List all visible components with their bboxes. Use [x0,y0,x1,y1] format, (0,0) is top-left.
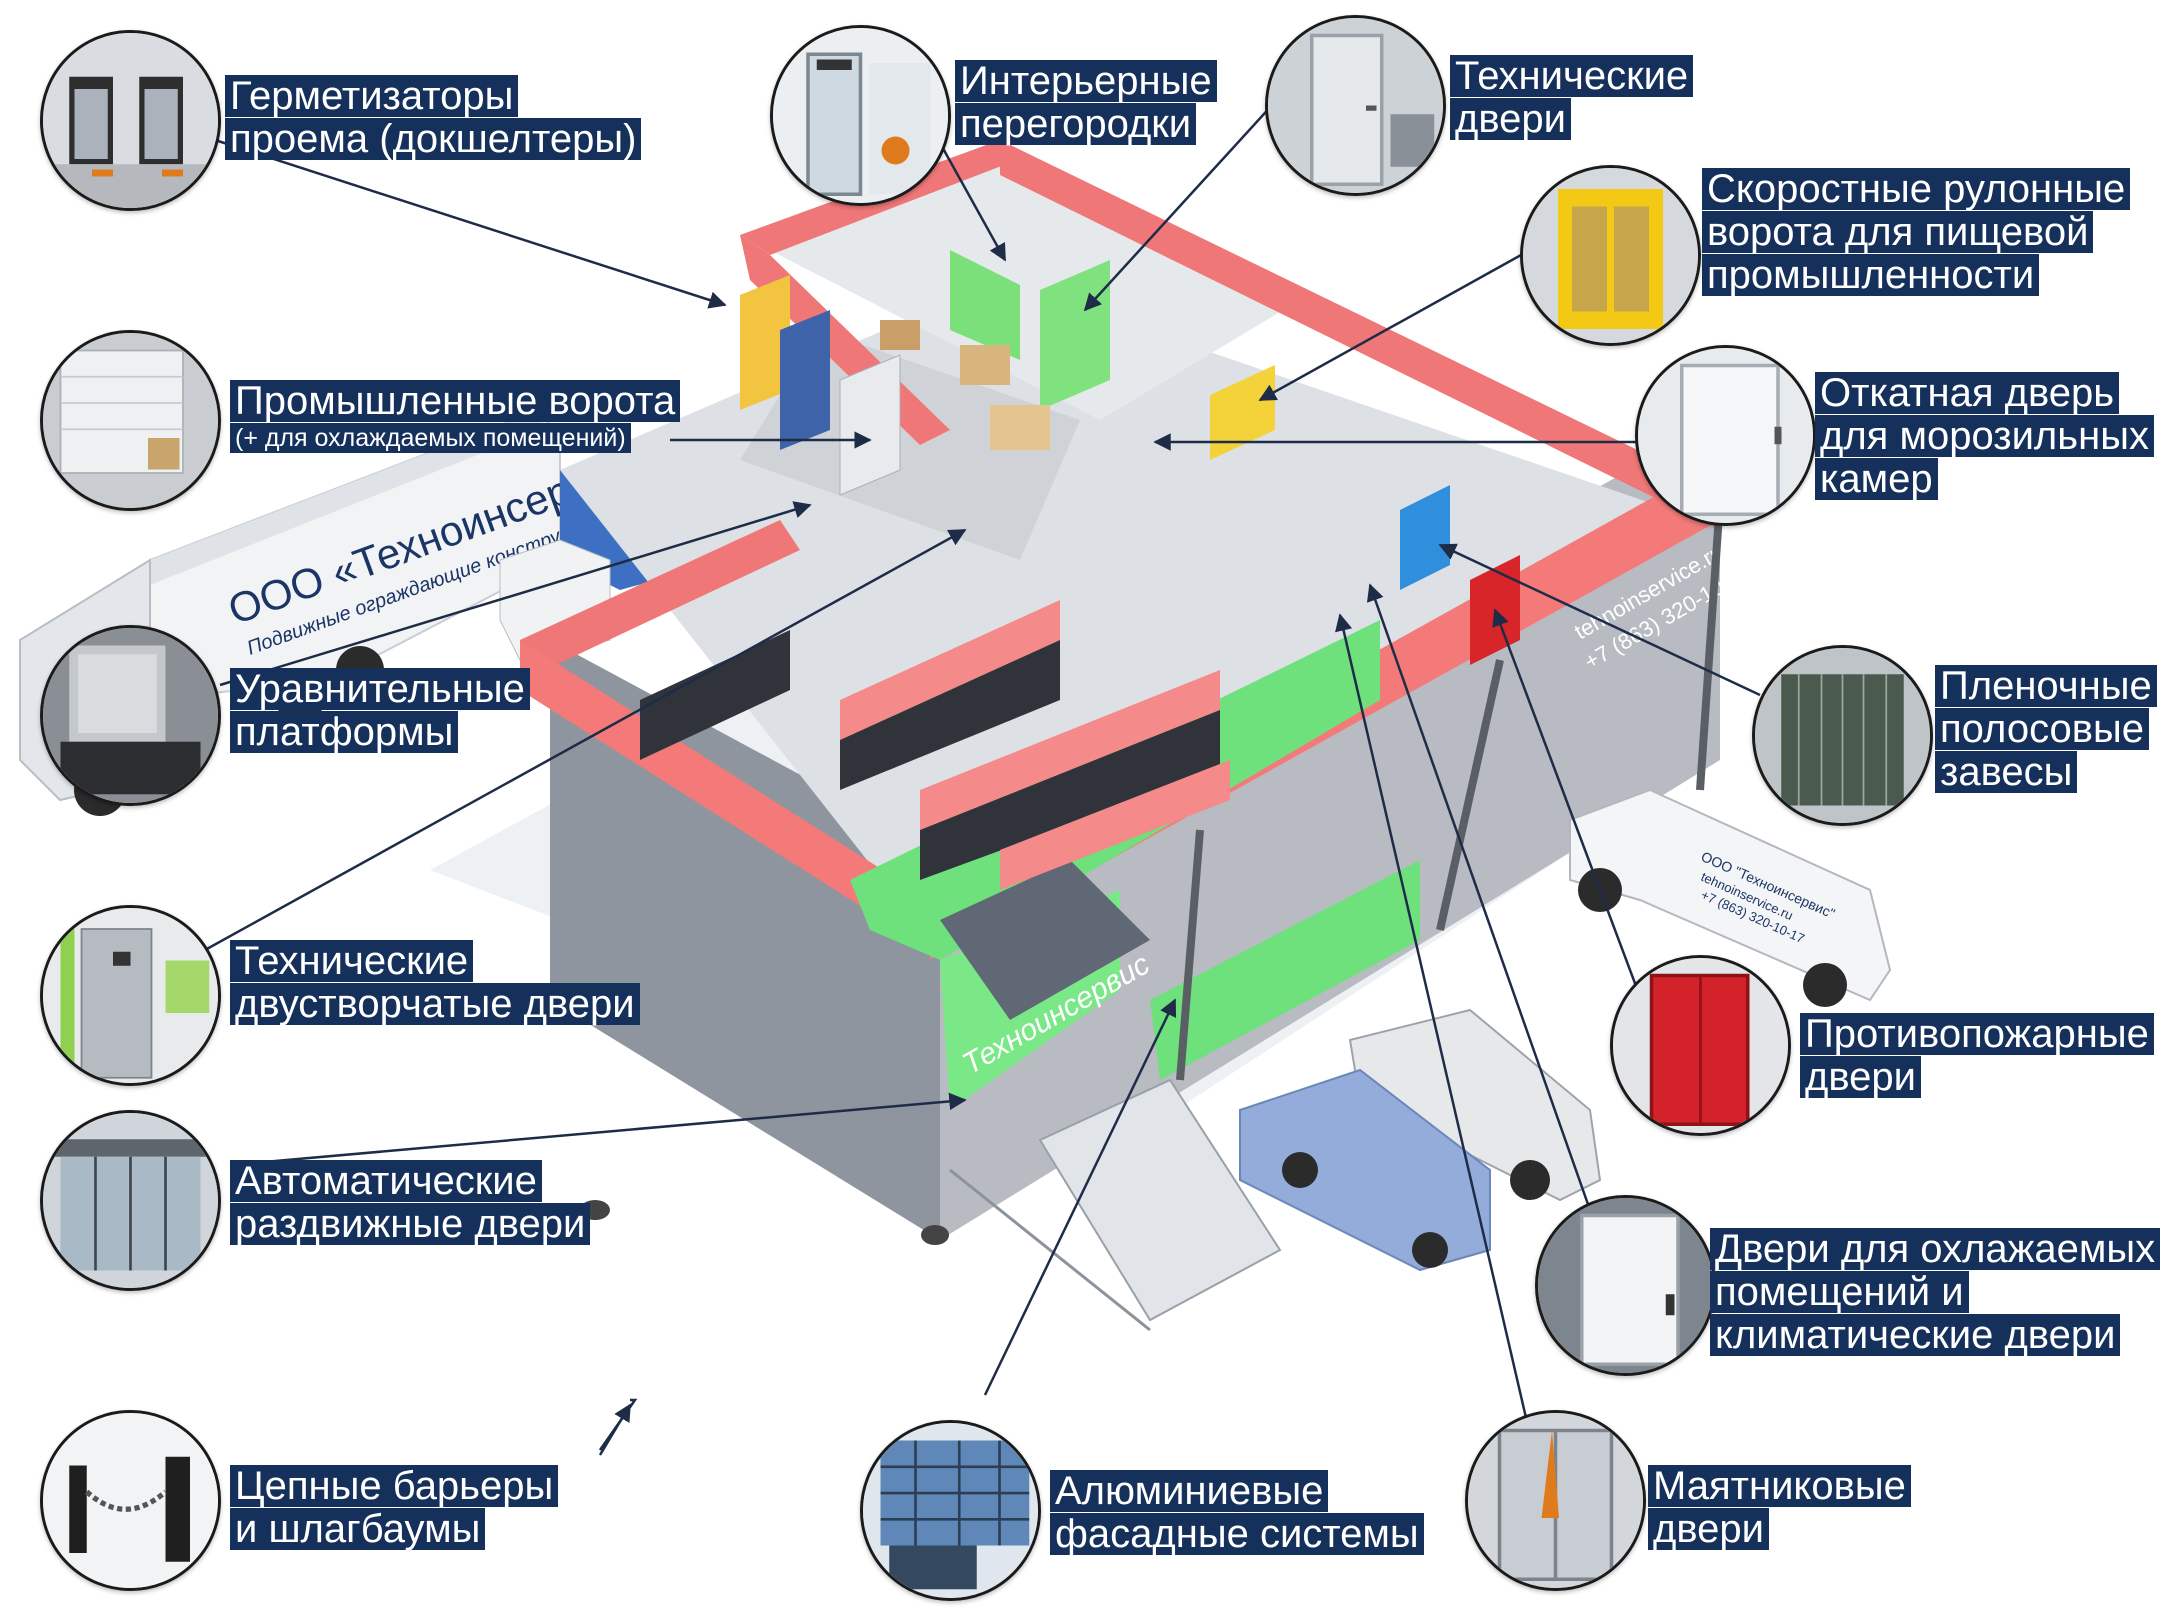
callout-aluminium-facades: Алюминиевые фасадные системы [1050,1470,1424,1556]
callout-line: Пленочные [1935,665,2157,707]
callout-line: Откатная дверь [1815,372,2120,414]
callout-line: Интерьерные [955,60,1217,102]
chain-barrier-photo [40,1410,221,1591]
callout-strip-curtains: Пленочные полосовые завесы [1935,665,2157,794]
callout-line: Двери для охлажаемых [1710,1228,2160,1270]
callout-line: раздвижные двери [230,1203,591,1245]
callout-line: Автоматические [230,1160,542,1202]
callout-sliding-freezer-door: Откатная дверь для морозильных камер [1815,372,2154,501]
callout-line: двери [1450,98,1571,140]
callout-line: двери [1800,1056,1921,1098]
technical-door-photo [1265,15,1446,196]
callout-leveling-platforms: Уравнительные платформы [230,668,530,754]
callout-line: ворота для пищевой [1702,211,2094,253]
callout-high-speed-doors: Скоростные рулонные ворота для пищевой п… [1702,168,2131,297]
callout-line: завесы [1935,751,2078,793]
callout-dock-shelters: Герметизаторы проема (докшелтеры) [225,75,642,161]
callout-line: Маятниковые [1648,1465,1911,1507]
callout-line: платформы [230,711,459,753]
callout-line: проема (докшелтеры) [225,118,642,160]
leader-lines [204,79,1761,1456]
interior-partition-photo [770,25,951,206]
aluminium-facade-photo [860,1420,1041,1601]
callout-fire-doors: Противопожарные двери [1800,1013,2154,1099]
callout-double-leaf-doors: Технические двустворчатые двери [230,940,640,1026]
callout-automatic-sliding-doors: Автоматические раздвижные двери [230,1160,591,1246]
callout-line: и шлагбаумы [230,1508,486,1550]
callout-line: Противопожарные [1800,1013,2154,1055]
callout-line: двери [1648,1508,1769,1550]
callout-line: Промышленные ворота [230,380,681,422]
callout-line: промышленности [1702,254,2040,296]
callout-line: полосовые [1935,708,2150,750]
callout-line: Алюминиевые [1050,1470,1329,1512]
sliding-freezer-door-photo [1635,345,1816,526]
callout-line: перегородки [955,103,1197,145]
dock-shelter-photo [40,30,221,211]
callout-line: фасадные системы [1050,1513,1424,1555]
industrial-gate-photo [40,330,221,511]
cars [1239,1008,1602,1272]
high-speed-door-photo [1520,165,1701,346]
building: Техноинсервис tehnoinservice.ru +7 (863)… [520,140,1756,1332]
callout-line: Уравнительные [230,668,530,710]
callout-line: камер [1815,458,1938,500]
callout-line: для морозильных [1815,415,2154,457]
callout-line: климатические двери [1710,1314,2121,1356]
callout-chain-barriers: Цепные барьеры и шлагбаумы [230,1465,559,1551]
strip-curtain-photo [1752,645,1933,826]
fire-door-photo [1610,955,1791,1136]
callout-interior-partitions: Интерьерные перегородки [955,60,1217,146]
cold-room-door-photo [1535,1195,1716,1376]
callout-line: Технические [1450,55,1694,97]
double-leaf-door-photo [40,905,221,1086]
callout-swing-doors: Маятниковые двери [1648,1465,1911,1551]
callout-line: Технические [230,940,474,982]
callout-line: Скоростные рулонные [1702,168,2131,210]
callout-line: двустворчатые двери [230,983,640,1025]
callout-line: Герметизаторы [225,75,519,117]
callout-line: (+ для охлаждаемых помещений) [230,423,631,453]
callout-technical-doors: Технические двери [1450,55,1694,141]
callout-line: Цепные барьеры [230,1465,559,1507]
callout-line: помещений и [1710,1271,1969,1313]
automatic-sliding-door-photo [40,1110,221,1291]
callout-cold-room-doors: Двери для охлажаемых помещений и климати… [1710,1228,2160,1357]
swing-door-photo [1465,1410,1646,1591]
callout-industrial-gates: Промышленные ворота (+ для охлаждаемых п… [230,380,681,454]
leveling-platform-photo [40,625,221,806]
